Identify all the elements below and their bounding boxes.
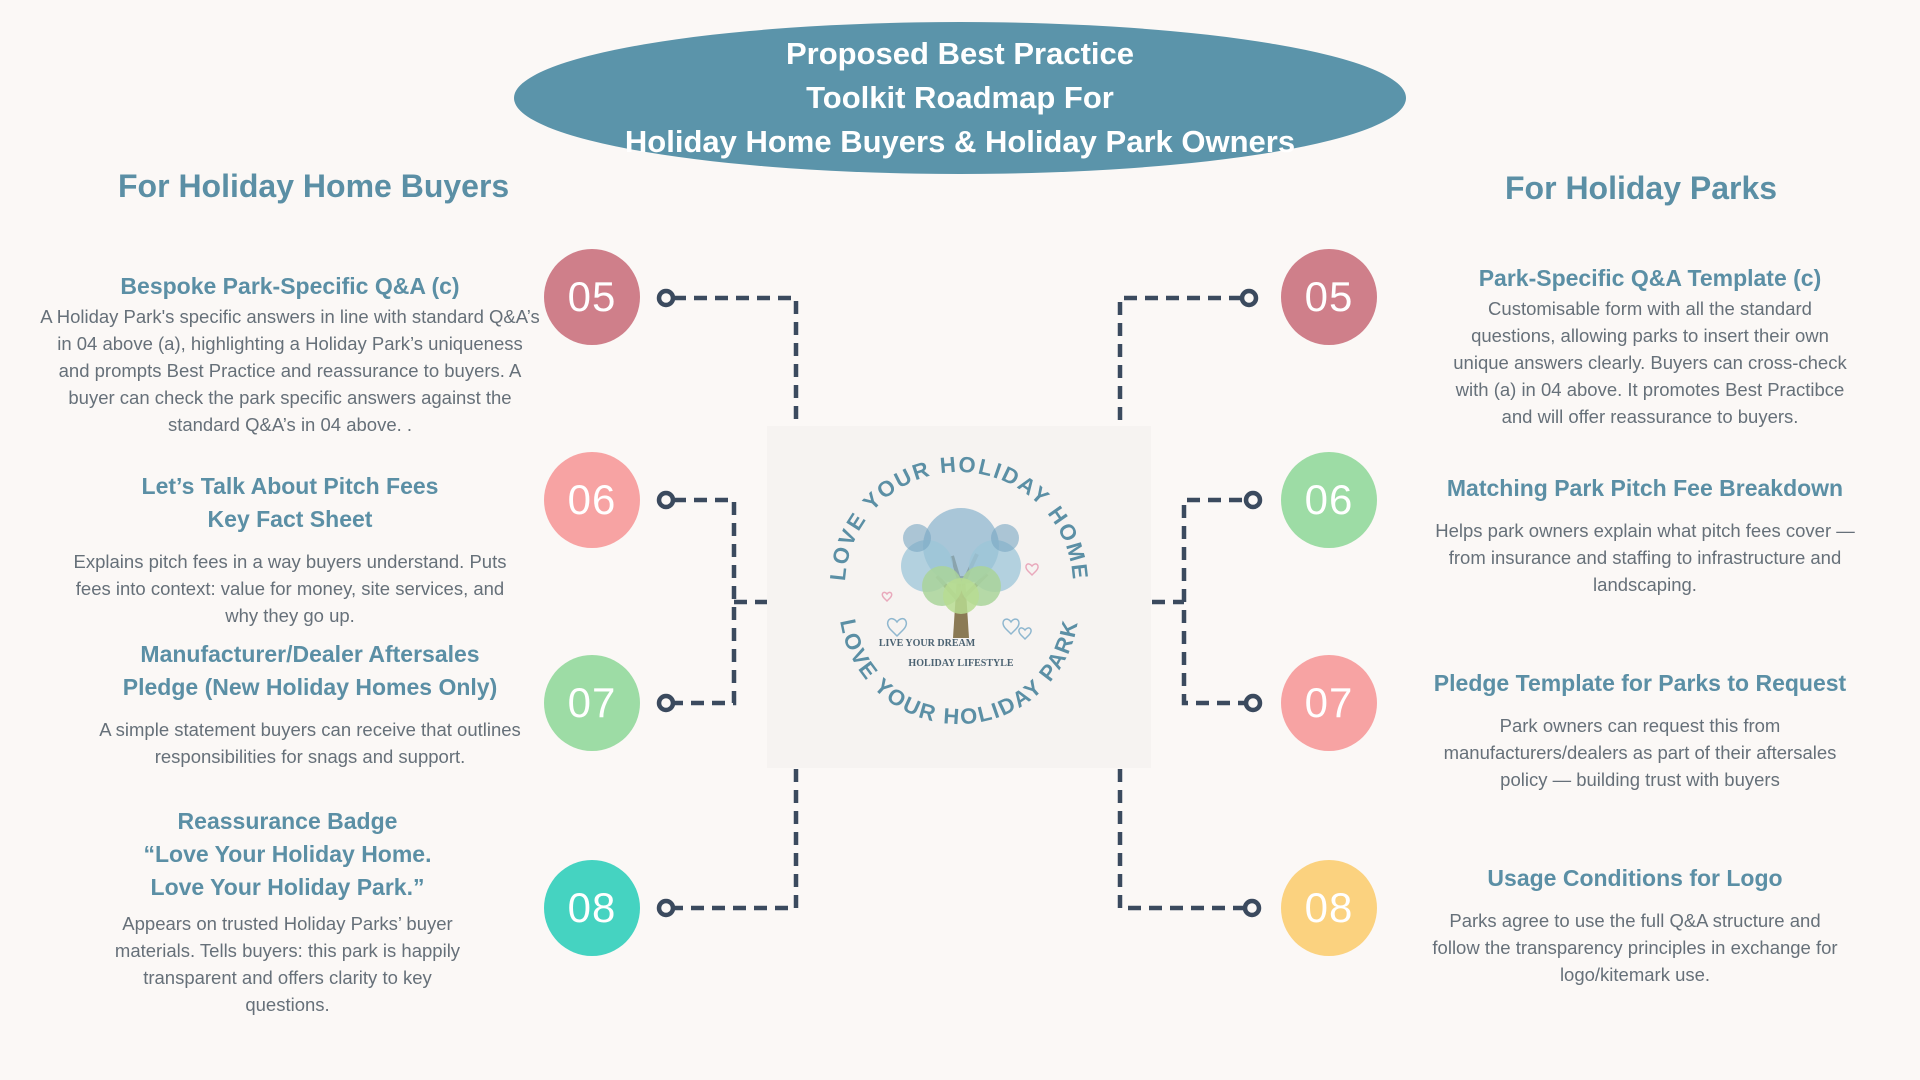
connector-dot-left-08 — [656, 898, 676, 918]
parks-item-07-desc: Park owners can request this from manufa… — [1443, 715, 1837, 790]
parks-item-06-desc: Helps park owners explain what pitch fee… — [1435, 520, 1855, 595]
buyers-item-07-title: Manufacturer/Dealer Aftersales Pledge (N… — [122, 641, 498, 700]
buyers-item-05-desc: A Holiday Park's specific answers in lin… — [40, 306, 540, 435]
connector-dot-left-07 — [656, 693, 676, 713]
parks-number-07: 07 — [1281, 655, 1377, 751]
center-logo-panel: LOVE YOUR HOLIDAY HOME LOVE YOUR HOLIDAY… — [767, 426, 1151, 768]
buyers-item-06-title: Let’s Talk About Pitch Fees Key Fact She… — [141, 473, 439, 532]
parks-item-07-title: Pledge Template for Parks to Request — [1433, 670, 1847, 696]
connector-right-08 — [1117, 769, 1245, 911]
logo-tagline-1: LIVE YOUR DREAM — [879, 638, 976, 649]
parks-item-07: Pledge Template for Parks to Request Par… — [1425, 667, 1855, 793]
connector-dot-right-05 — [1239, 288, 1259, 308]
header-line-2: Toolkit Roadmap For — [806, 80, 1114, 115]
header-banner: Proposed Best Practice Toolkit Roadmap F… — [514, 22, 1406, 174]
parks-number-08: 08 — [1281, 860, 1377, 956]
parks-number-05: 05 — [1281, 249, 1377, 345]
parks-item-08-desc: Parks agree to use the full Q&A structur… — [1432, 910, 1838, 985]
buyers-number-06: 06 — [544, 452, 640, 548]
connector-dot-left-06 — [656, 490, 676, 510]
parks-item-06: Matching Park Pitch Fee Breakdown Helps … — [1435, 472, 1855, 598]
parks-item-08: Usage Conditions for Logo Parks agree to… — [1425, 862, 1845, 988]
connector-dot-right-07 — [1243, 693, 1263, 713]
parks-item-05: Park-Specific Q&A Template (c) Customisa… — [1450, 262, 1850, 430]
buyers-item-08-title: Reassurance Badge “Love Your Holiday Hom… — [143, 808, 432, 900]
buyers-item-06: Let’s Talk About Pitch Fees Key Fact She… — [60, 470, 520, 629]
tree-icon — [901, 508, 1021, 638]
parks-item-05-title: Park-Specific Q&A Template (c) — [1478, 265, 1822, 291]
buyers-item-05: Bespoke Park-Specific Q&A (c) A Holiday … — [40, 270, 540, 438]
connector-dot-right-08 — [1242, 898, 1262, 918]
pink-heart-icons — [881, 563, 1039, 603]
buyers-column-title: For Holiday Home Buyers — [118, 168, 510, 204]
buyers-item-08-desc: Appears on trusted Holiday Parks’ buyer … — [114, 913, 461, 1015]
connector-right-05 — [1117, 295, 1242, 425]
buyers-number-08: 08 — [544, 860, 640, 956]
parks-column-title: For Holiday Parks — [1505, 170, 1778, 206]
logo-tagline-2: HOLIDAY LIFESTYLE — [908, 658, 1013, 669]
buyers-number-05: 05 — [544, 249, 640, 345]
buyers-item-08: Reassurance Badge “Love Your Holiday Hom… — [100, 805, 475, 1018]
buyers-item-07-desc: A simple statement buyers can receive th… — [99, 719, 521, 767]
buyers-item-07: Manufacturer/Dealer Aftersales Pledge (N… — [90, 638, 530, 770]
parks-item-05-desc: Customisable form with all the standard … — [1453, 298, 1847, 427]
header-line-3: Holiday Home Buyers & Holiday Park Owner… — [624, 124, 1296, 159]
buyers-item-05-title: Bespoke Park-Specific Q&A (c) — [120, 273, 460, 299]
connector-left-06 — [673, 497, 737, 706]
connector-dot-right-06 — [1243, 490, 1263, 510]
connector-left-05 — [673, 295, 799, 425]
heart-icons — [886, 618, 1032, 641]
buyers-item-06-desc: Explains pitch fees in a way buyers unde… — [73, 551, 507, 626]
parks-item-06-title: Matching Park Pitch Fee Breakdown — [1446, 475, 1844, 501]
connector-right-06 — [1181, 497, 1245, 706]
connector-left-08 — [673, 769, 799, 911]
parks-item-08-title: Usage Conditions for Logo — [1487, 865, 1783, 891]
love-your-holiday-logo: LOVE YOUR HOLIDAY HOME LOVE YOUR HOLIDAY… — [825, 452, 1091, 730]
parks-number-06: 06 — [1281, 452, 1377, 548]
buyers-number-07: 07 — [544, 655, 640, 751]
header-line-1: Proposed Best Practice — [785, 36, 1135, 71]
connector-dot-left-05 — [656, 288, 676, 308]
